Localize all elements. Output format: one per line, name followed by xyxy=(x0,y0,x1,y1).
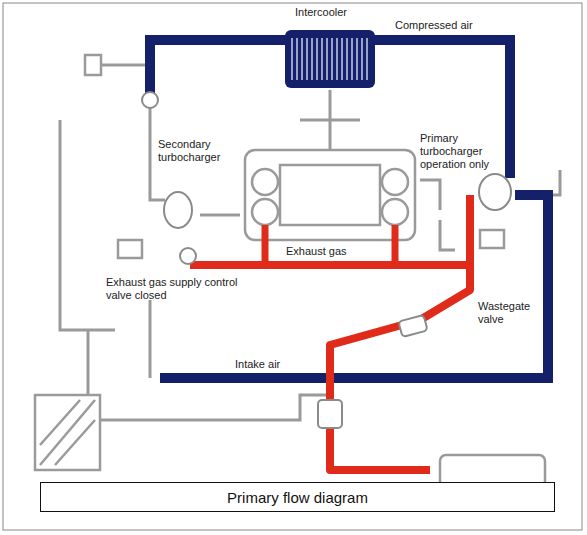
throttle-sensor xyxy=(85,55,101,75)
compressed-air-pipe xyxy=(370,40,510,178)
fin-line xyxy=(361,38,363,80)
part-label: Intercooler xyxy=(295,6,375,19)
flow-label: Intake air xyxy=(235,358,315,371)
canister-line xyxy=(87,330,90,395)
label-text: Exhaust gas xyxy=(286,245,347,257)
fin-line xyxy=(306,38,308,80)
wastegate-actuator xyxy=(480,230,504,248)
canister-line xyxy=(100,395,330,420)
wastegate-rod xyxy=(440,220,455,250)
intake-duct xyxy=(149,300,152,378)
exhaust-manifold xyxy=(190,261,470,269)
control-valve xyxy=(180,248,196,264)
engine xyxy=(35,55,545,487)
intake-air-fade xyxy=(110,373,160,383)
intercooler xyxy=(285,30,375,88)
label-text: Exhaust gas supply control valve closed xyxy=(106,276,237,301)
air-valve xyxy=(142,92,158,108)
fin-line xyxy=(311,38,313,80)
wastegate-line xyxy=(420,180,440,210)
flow-label: Compressed air xyxy=(395,19,495,32)
catalyst xyxy=(318,400,342,428)
fin-line xyxy=(366,38,368,80)
fin-line xyxy=(331,38,333,80)
intake-manifold xyxy=(300,119,360,122)
secondary-turbocharger xyxy=(164,192,192,228)
cylinder xyxy=(382,199,408,225)
label-text: Intercooler xyxy=(295,6,347,18)
fin-line xyxy=(346,38,348,80)
title-text: Primary flow diagram xyxy=(227,489,368,506)
cylinder xyxy=(252,169,278,195)
exhaust-runner xyxy=(265,225,395,265)
canister-hatch xyxy=(40,400,95,465)
fin-line xyxy=(321,38,323,80)
fin-line xyxy=(291,38,293,80)
fin-line xyxy=(356,38,358,80)
components xyxy=(142,92,511,428)
control-actuator xyxy=(118,240,142,258)
part-label: Wastegate valve xyxy=(478,300,540,326)
frame xyxy=(3,3,582,530)
canister xyxy=(35,395,100,470)
exhaust-pipe xyxy=(330,195,470,470)
secondary-outlet xyxy=(200,214,240,217)
fin-line xyxy=(341,38,343,80)
exhaust-fade xyxy=(420,466,470,474)
catalyst xyxy=(398,315,427,337)
intake-pipes xyxy=(110,40,548,378)
note-label: Exhaust gas supply control valve closed xyxy=(106,276,266,302)
engine-block xyxy=(245,150,415,240)
cylinder xyxy=(252,199,278,225)
primary-turbocharger xyxy=(479,174,511,210)
fin-line xyxy=(336,38,338,80)
canister-hatch xyxy=(40,400,95,465)
vacuum-line xyxy=(100,64,150,67)
cylinder xyxy=(382,169,408,195)
compressed-air-pipe xyxy=(150,40,290,95)
label-text: Wastegate valve xyxy=(478,300,530,325)
fin-line xyxy=(351,38,353,80)
intercooler-fins xyxy=(292,38,367,80)
part-label: Secondary turbocharger xyxy=(158,138,240,164)
note-label: Primary turbocharger operation only xyxy=(420,132,506,171)
exhaust-pipes xyxy=(190,195,470,470)
flow-label: Exhaust gas xyxy=(286,245,366,258)
fin-line xyxy=(301,38,303,80)
intercooler-core xyxy=(285,30,375,88)
label-text: Secondary turbocharger xyxy=(158,138,220,163)
label-text: Primary turbocharger operation only xyxy=(420,132,489,170)
label-text: Intake air xyxy=(235,358,280,370)
fin-line xyxy=(296,38,298,80)
gray-lines xyxy=(60,65,560,420)
fin-line xyxy=(326,38,328,80)
engine-head xyxy=(280,165,380,225)
fin-line xyxy=(316,38,318,80)
label-text: Compressed air xyxy=(395,19,473,31)
title-box: Primary flow diagram xyxy=(40,482,555,512)
